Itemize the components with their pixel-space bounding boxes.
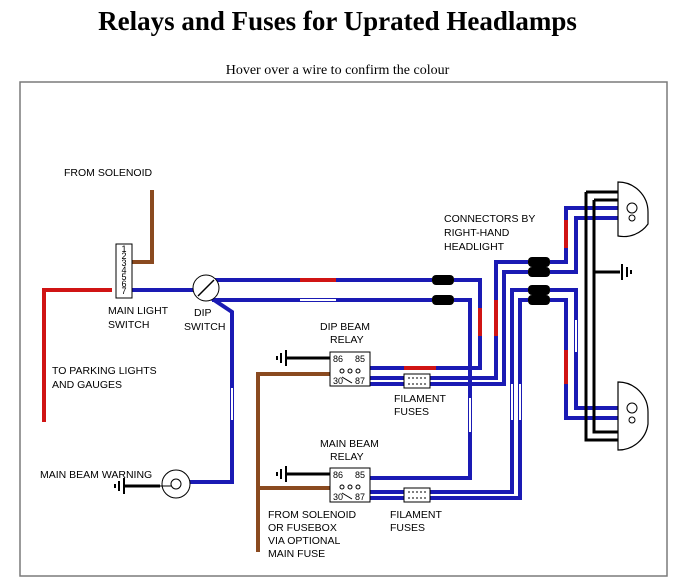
page-title: Relays and Fuses for Uprated Headlamps [98, 6, 577, 36]
main-beam-relay[interactable]: 86 85 30 87 [329, 467, 371, 503]
wire-red-parking[interactable] [42, 288, 112, 422]
filament-fuses-dip[interactable] [403, 373, 431, 389]
label-main-beam-relay: RELAY [330, 451, 364, 463]
earth-icon [114, 478, 125, 494]
wire-black-earths[interactable] [124, 190, 620, 488]
svg-text:30: 30 [333, 376, 343, 386]
label-dip-switch: SWITCH [184, 321, 225, 333]
label-filament-fuses-main: FILAMENT [390, 509, 443, 521]
bullet-connector [432, 257, 550, 305]
wire-white-tracers [231, 299, 577, 432]
label-supply: MAIN FUSE [268, 548, 325, 560]
dip-switch[interactable] [192, 274, 220, 302]
wire-blue-headlamp-feeds[interactable] [550, 206, 618, 420]
label-main-beam-warning: MAIN BEAM WARNING [40, 469, 152, 481]
svg-text:4: 4 [121, 265, 126, 275]
svg-text:1: 1 [121, 244, 126, 254]
dip-beam-relay[interactable]: 86 85 30 87 [329, 351, 371, 387]
svg-text:6: 6 [121, 279, 126, 289]
svg-text:85: 85 [355, 470, 365, 480]
label-main-beam-relay: MAIN BEAM [320, 438, 379, 450]
label-dip-beam-relay: DIP BEAM [320, 321, 370, 333]
main-beam-warning-lamp[interactable] [160, 469, 191, 499]
label-dip-switch: DIP [194, 307, 212, 319]
label-connectors: RIGHT-HAND [444, 227, 510, 239]
label-filament-fuses-dip: FILAMENT [394, 393, 447, 405]
label-supply: VIA OPTIONAL [268, 535, 341, 547]
filament-fuses-main[interactable] [403, 487, 431, 503]
svg-text:5: 5 [121, 272, 126, 282]
svg-text:7: 7 [121, 286, 126, 296]
wire-brown-solenoid[interactable] [130, 190, 154, 264]
svg-text:2: 2 [121, 251, 126, 261]
label-parking-lights: AND GAUGES [52, 379, 122, 391]
label-filament-fuses-main: FUSES [390, 522, 425, 534]
label-filament-fuses-dip: FUSES [394, 406, 429, 418]
svg-text:86: 86 [333, 354, 343, 364]
hover-hint: Hover over a wire to confirm the colour [225, 63, 450, 78]
svg-text:86: 86 [333, 470, 343, 480]
label-supply: FROM SOLENOID [268, 509, 357, 521]
label-connectors: HEADLIGHT [444, 241, 505, 253]
main-light-switch[interactable]: 1 2 3 4 5 6 7 [115, 243, 133, 299]
label-connectors: CONNECTORS BY [444, 213, 535, 225]
headlamp-lower[interactable] [617, 381, 649, 451]
label-parking-lights: TO PARKING LIGHTS [52, 365, 157, 377]
label-dip-beam-relay: RELAY [330, 334, 364, 346]
headlamp-upper[interactable] [617, 181, 649, 238]
label-main-light-switch: SWITCH [108, 319, 149, 331]
label-from-solenoid: FROM SOLENOID [64, 167, 153, 179]
label-main-light-switch: MAIN LIGHT [108, 305, 169, 317]
earth-icon [276, 350, 287, 366]
svg-text:30: 30 [333, 492, 343, 502]
earth-icon [276, 466, 287, 482]
wire-red-tracers [300, 220, 568, 384]
svg-text:85: 85 [355, 354, 365, 364]
label-supply: OR FUSEBOX [268, 522, 337, 534]
wire-brown-supply[interactable] [256, 372, 330, 552]
svg-text:3: 3 [121, 258, 126, 268]
svg-text:87: 87 [355, 492, 365, 502]
earth-icon [621, 264, 632, 280]
svg-text:87: 87 [355, 376, 365, 386]
diagram-frame [19, 81, 668, 577]
